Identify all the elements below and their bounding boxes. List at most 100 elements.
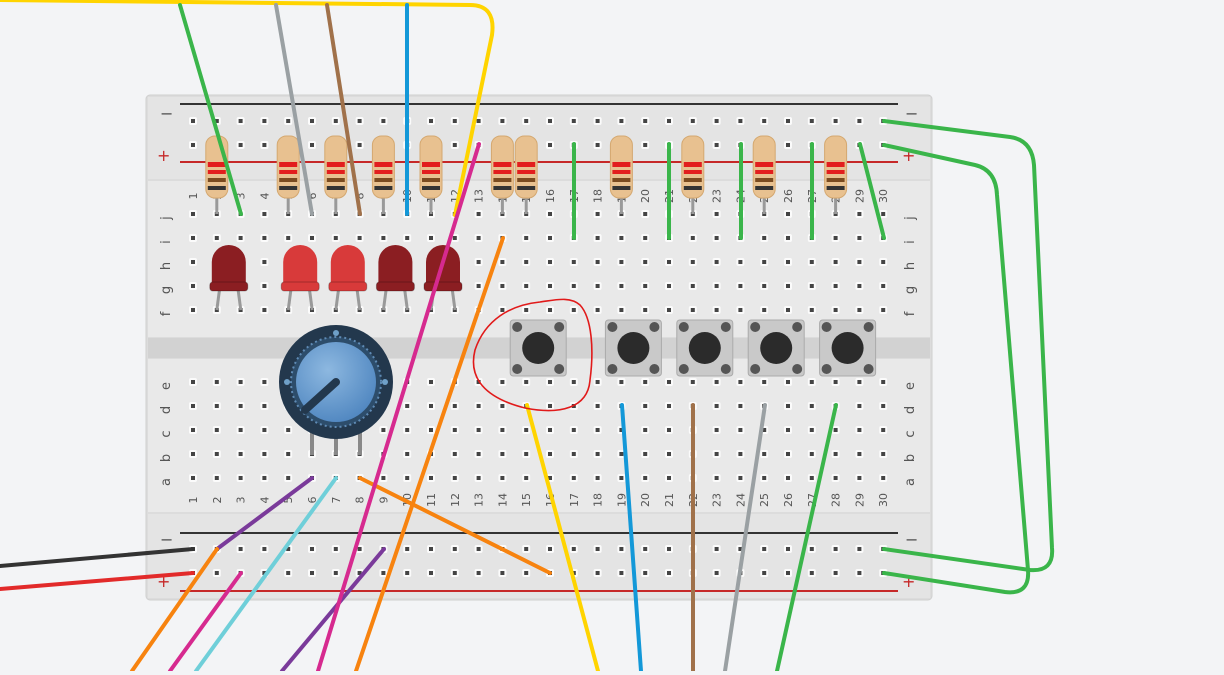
- push-button[interactable]: [604, 319, 662, 377]
- resistor[interactable]: [681, 135, 705, 214]
- row-letter: e: [903, 382, 918, 390]
- resistor[interactable]: [276, 135, 300, 214]
- push-button-cap[interactable]: [522, 332, 555, 364]
- wire-magenta-left[interactable]: [168, 571, 243, 673]
- resistor[interactable]: [752, 135, 776, 214]
- wire-green-top-left[interactable]: [178, 3, 243, 216]
- resistor[interactable]: [490, 135, 514, 214]
- resistor[interactable]: [371, 135, 395, 214]
- column-number: 18: [592, 493, 605, 507]
- column-number: 20: [639, 189, 652, 203]
- column-number: 24: [734, 493, 747, 507]
- resistor[interactable]: [514, 135, 538, 214]
- led[interactable]: [328, 245, 368, 311]
- column-number: 4: [258, 497, 271, 504]
- wire-blue-bottom[interactable]: [620, 403, 643, 673]
- push-button[interactable]: [676, 319, 734, 377]
- row-letter: e: [159, 382, 174, 390]
- row-letter: f: [159, 311, 174, 316]
- row-letter: c: [903, 430, 918, 437]
- column-number: 18: [592, 189, 605, 203]
- row-letter: i: [903, 240, 918, 244]
- column-number: 13: [473, 493, 486, 507]
- wire-orange-long[interactable]: [354, 236, 505, 673]
- annotation-circle: [472, 298, 593, 412]
- column-number: 29: [853, 189, 866, 203]
- wire-yellow-bottom[interactable]: [525, 403, 600, 673]
- row-letter: i: [159, 240, 174, 244]
- column-number: 30: [877, 493, 890, 507]
- rail-plus-top-left: +: [157, 146, 170, 165]
- wire-gray-top[interactable]: [274, 3, 314, 216]
- wires-back: [0, 0, 495, 217]
- column-number: 8: [354, 193, 367, 200]
- wire-green-bottom[interactable]: [775, 403, 838, 673]
- push-button-cap[interactable]: [760, 332, 793, 364]
- column-number: 19: [615, 493, 628, 507]
- breadboard-labels: 1122334455667788991010111112121313141415…: [159, 189, 918, 507]
- main-area-bottom: [148, 359, 930, 512]
- column-number: 12: [449, 493, 462, 507]
- push-button[interactable]: [747, 319, 805, 377]
- column-number: 25: [758, 493, 771, 507]
- resistor[interactable]: [324, 135, 348, 214]
- column-number: 5: [282, 497, 295, 504]
- row-letter: j: [159, 216, 174, 221]
- resistors: [205, 135, 848, 214]
- row-letter: h: [903, 262, 918, 270]
- row-letter: d: [903, 406, 918, 414]
- led[interactable]: [375, 245, 415, 311]
- rail-minus-bottom-right: −: [905, 530, 918, 549]
- wire-purple-pot[interactable]: [215, 476, 314, 551]
- main-area-top: [148, 181, 930, 337]
- column-number: 7: [330, 497, 343, 504]
- wire-green-jumper-29[interactable]: [858, 142, 886, 240]
- row-letter: g: [903, 286, 918, 294]
- column-number: 8: [354, 497, 367, 504]
- push-button[interactable]: [509, 319, 567, 377]
- column-number: 23: [711, 493, 724, 507]
- potentiometer[interactable]: [279, 325, 393, 455]
- wire-green-rail-loop-outer[interactable]: [882, 119, 1055, 573]
- column-number: 15: [520, 493, 533, 507]
- row-letter: h: [159, 262, 174, 270]
- row-letter: d: [159, 406, 174, 414]
- led[interactable]: [209, 245, 249, 311]
- column-number: 2: [211, 497, 224, 504]
- push-button-cap[interactable]: [688, 332, 721, 364]
- column-number: 6: [306, 497, 319, 504]
- column-number: 26: [782, 189, 795, 203]
- led[interactable]: [280, 245, 320, 311]
- rail-minus-top-left: −: [160, 104, 173, 123]
- column-number: 14: [496, 493, 509, 507]
- wire-orange-pot-rail[interactable]: [358, 476, 552, 575]
- wires-front: [0, 3, 1055, 673]
- column-number: 30: [877, 189, 890, 203]
- rail-minus-bottom-left: −: [160, 530, 173, 549]
- row-letter: b: [159, 454, 174, 462]
- wire-purple-bottom[interactable]: [280, 547, 386, 673]
- push-button-cap[interactable]: [831, 332, 864, 364]
- row-letter: c: [159, 430, 174, 437]
- resistor[interactable]: [824, 135, 848, 214]
- column-number: 23: [711, 189, 724, 203]
- wire-cyan-pot[interactable]: [194, 476, 338, 673]
- resistor[interactable]: [419, 135, 443, 214]
- wire-gray-bottom[interactable]: [723, 403, 767, 673]
- wire-yellow-top[interactable]: [0, 0, 495, 217]
- wire-brown-top[interactable]: [325, 3, 362, 216]
- resistor[interactable]: [609, 135, 633, 214]
- wire-black-rail[interactable]: [0, 547, 195, 568]
- push-button-cap[interactable]: [617, 332, 650, 364]
- row-letter: a: [159, 478, 174, 486]
- column-number: 3: [235, 497, 248, 504]
- push-buttons: [509, 319, 877, 377]
- wire-red-rail[interactable]: [0, 571, 195, 591]
- column-number: 6: [306, 193, 319, 200]
- wire-orange-left[interactable]: [130, 547, 219, 673]
- wire-green-rail-loop-inner[interactable]: [882, 143, 1031, 595]
- push-button[interactable]: [819, 319, 877, 377]
- wire-magenta-long[interactable]: [316, 142, 481, 673]
